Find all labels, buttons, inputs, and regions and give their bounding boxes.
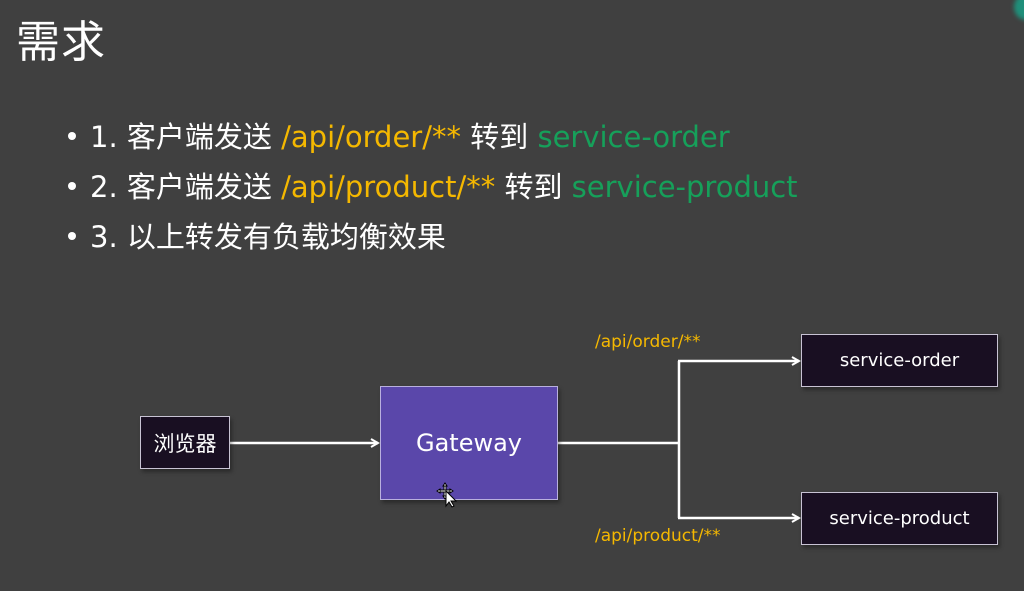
item-verb: 转到 bbox=[470, 120, 529, 154]
service-product-node: service-product bbox=[801, 492, 998, 545]
move-cursor-icon bbox=[436, 482, 458, 508]
browser-node: 浏览器 bbox=[140, 416, 230, 469]
gateway-node[interactable]: Gateway bbox=[380, 386, 558, 500]
service-product-label: service-product bbox=[829, 508, 970, 529]
item-path: /api/product/** bbox=[281, 170, 496, 204]
requirement-item: 3. 以上转发有负载均衡效果 bbox=[68, 212, 798, 262]
item-target: service-order bbox=[537, 120, 730, 154]
slide-title: 需求 bbox=[16, 17, 106, 68]
bullet-icon bbox=[68, 232, 76, 240]
item-target: service-product bbox=[571, 170, 798, 204]
requirement-item: 1. 客户端发送 /api/order/** 转到 service-order bbox=[68, 112, 798, 162]
route-label-order: /api/order/** bbox=[595, 332, 701, 352]
bullet-icon bbox=[68, 182, 76, 190]
browser-node-label: 浏览器 bbox=[153, 431, 217, 456]
service-order-node: service-order bbox=[801, 334, 998, 387]
item-number: 2. bbox=[90, 170, 118, 204]
item-prefix: 客户端发送 bbox=[126, 170, 272, 204]
item-verb: 转到 bbox=[504, 170, 563, 204]
requirement-item: 2. 客户端发送 /api/product/** 转到 service-prod… bbox=[68, 162, 798, 212]
gateway-node-label: Gateway bbox=[415, 429, 523, 457]
bullet-icon bbox=[68, 132, 76, 140]
webcam-overlay-fragment bbox=[1014, 0, 1024, 20]
item-prefix: 客户端发送 bbox=[126, 120, 272, 154]
requirements-list: 1. 客户端发送 /api/order/** 转到 service-order … bbox=[68, 112, 798, 262]
item-number: 1. bbox=[90, 120, 118, 154]
item-text: 以上转发有负载均衡效果 bbox=[126, 220, 446, 254]
item-path: /api/order/** bbox=[281, 120, 462, 154]
item-number: 3. bbox=[90, 220, 118, 254]
service-order-label: service-order bbox=[839, 350, 960, 371]
route-label-product: /api/product/** bbox=[595, 526, 721, 546]
